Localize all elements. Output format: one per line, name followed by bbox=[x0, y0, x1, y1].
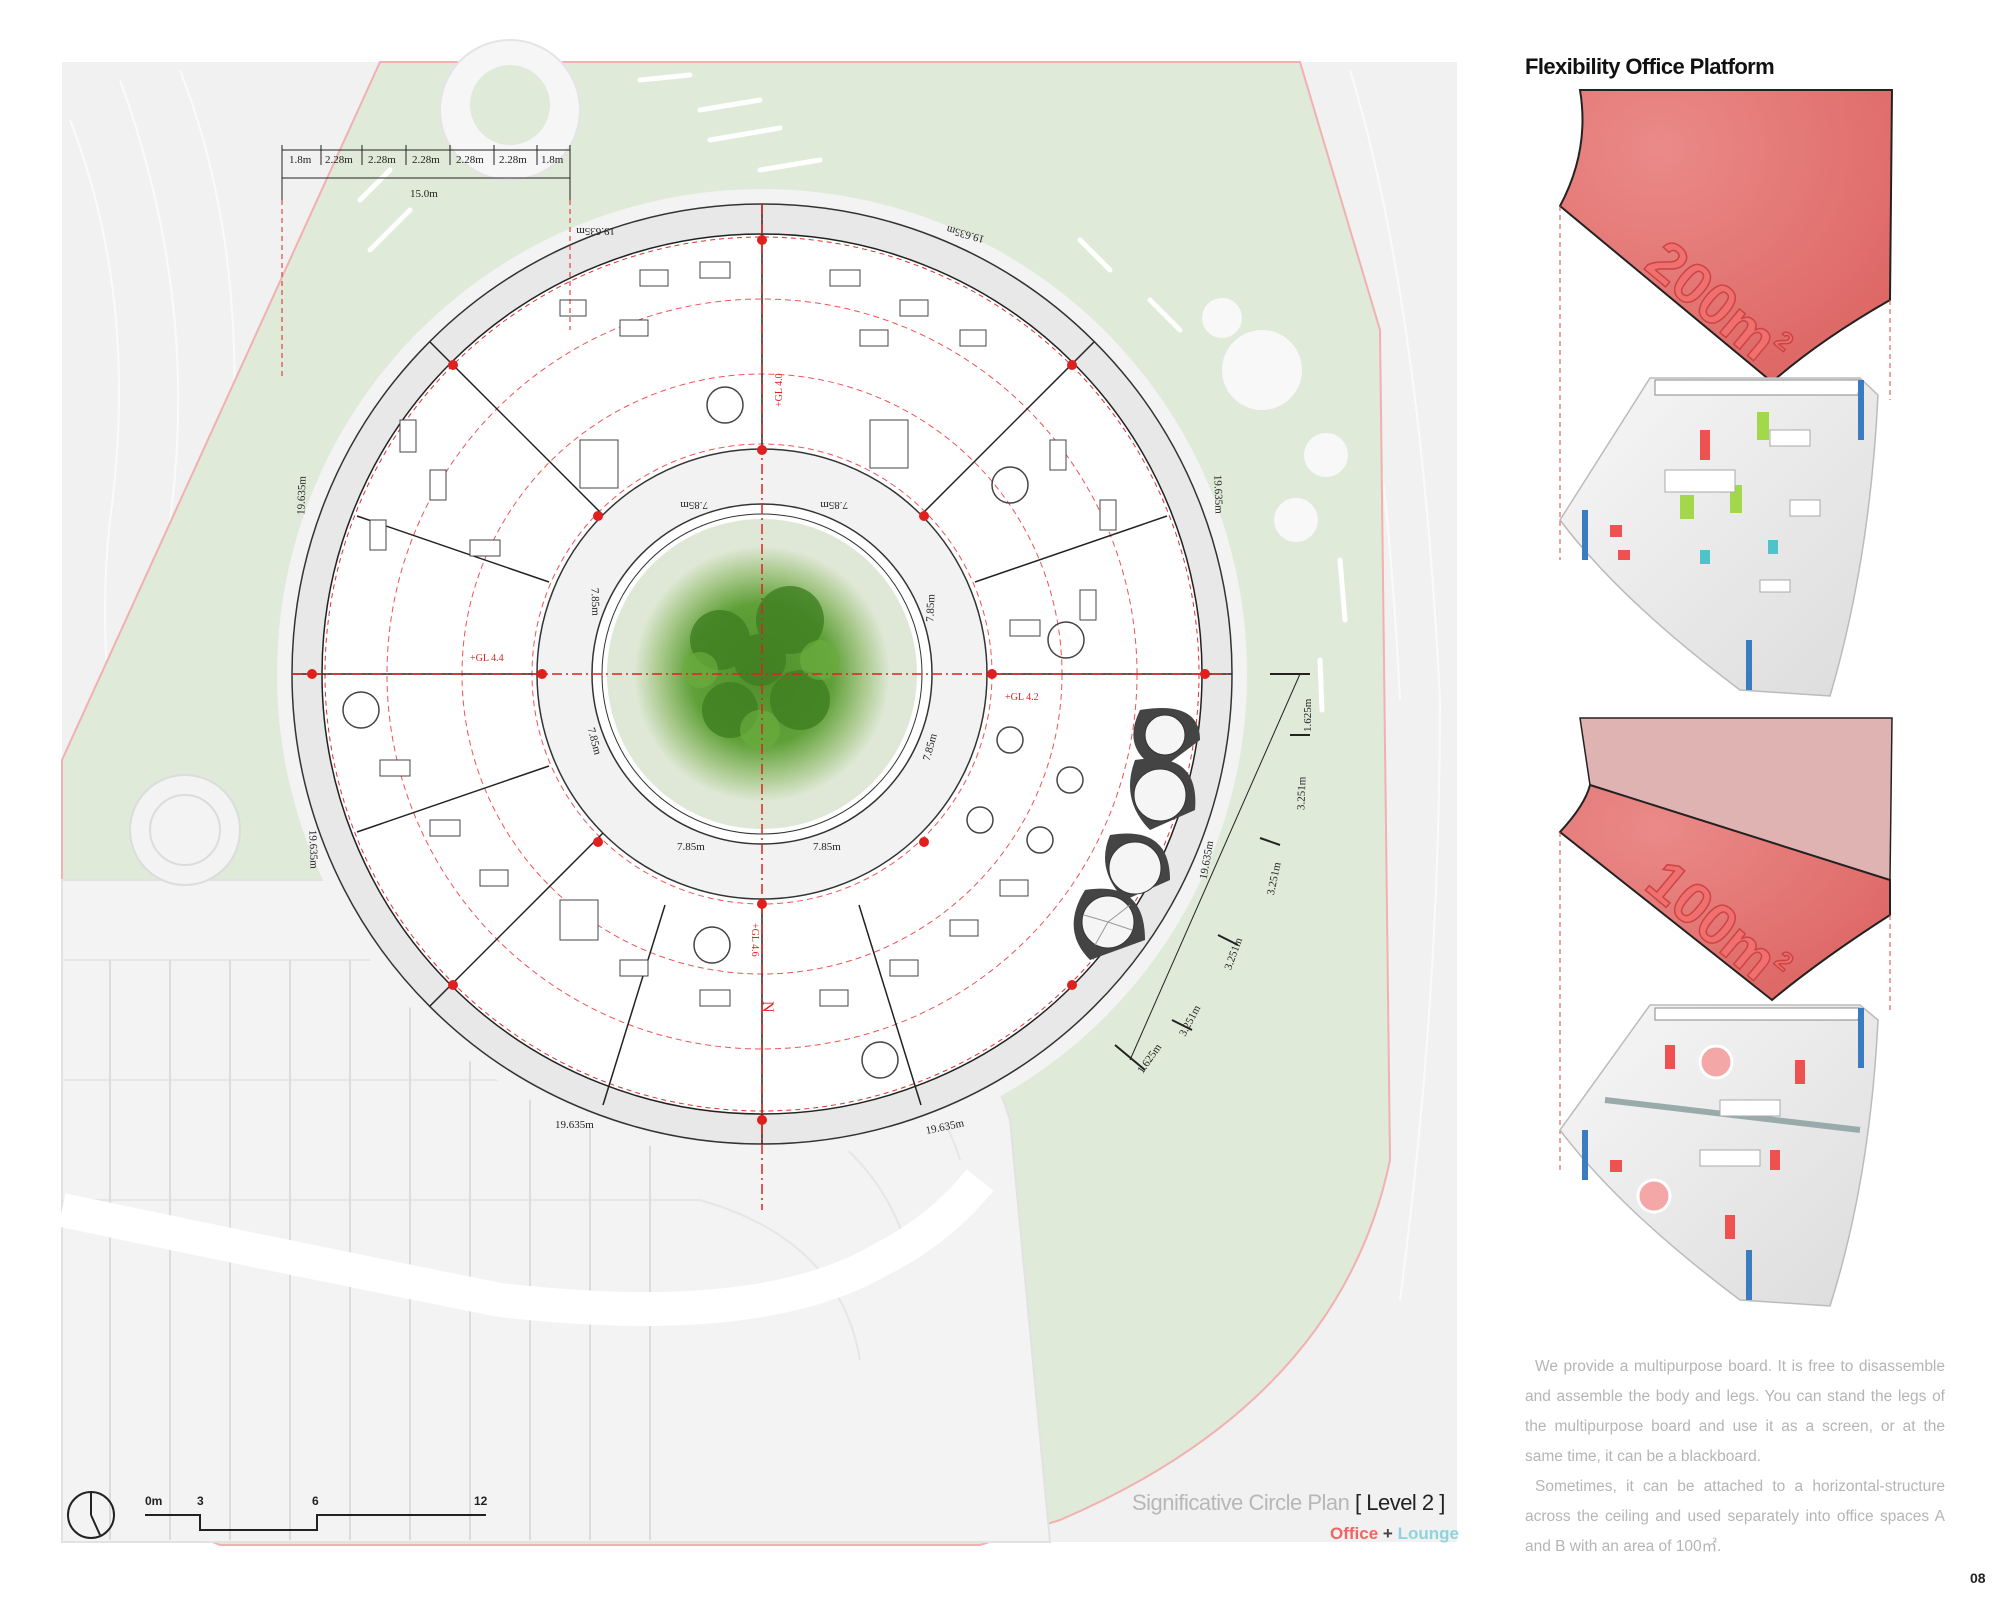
description-paragraph-1: We provide a multipurpose board. It is f… bbox=[1525, 1358, 1945, 1465]
top-dim-5: 2.28m bbox=[499, 154, 527, 166]
scale-bar: 0m 3 6 12 bbox=[145, 1494, 488, 1531]
furniture-layout bbox=[369, 261, 1117, 1007]
office-model-100 bbox=[1559, 1004, 1879, 1307]
level-4-6: +GL 4.6 bbox=[749, 923, 760, 957]
scale-0: 0m bbox=[145, 1494, 162, 1508]
outer-dim-left-upper: 19.635m bbox=[295, 475, 308, 515]
level-4-4: +GL 4.4 bbox=[470, 653, 504, 664]
plan-title: Significative Circle Plan [ Level 2 ] bbox=[1132, 1490, 1445, 1516]
description-paragraph-2: Sometimes, it can be attached to a horiz… bbox=[1525, 1478, 1945, 1555]
level-4-0: +GL 4.0 bbox=[774, 373, 785, 407]
inner-dim-top-left: 7.85m bbox=[680, 499, 708, 511]
inner-dim-right-upper: 7.85m bbox=[924, 593, 937, 622]
outer-dim-bottom-left: 19.635m bbox=[555, 1119, 594, 1131]
plan-title-text: Significative Circle Plan bbox=[1132, 1490, 1350, 1515]
right-dim-1: 3.251m bbox=[1295, 776, 1308, 810]
service-pods bbox=[1073, 708, 1200, 960]
plan-legend: Office + Lounge bbox=[1330, 1524, 1459, 1544]
top-dim-total: 15.0m bbox=[410, 188, 438, 200]
plan-level: [ Level 2 ] bbox=[1355, 1490, 1445, 1515]
inner-dim-top-right: 7.85m bbox=[820, 499, 848, 511]
top-dim-3: 2.28m bbox=[412, 154, 440, 166]
legend-lounge: Lounge bbox=[1397, 1524, 1459, 1543]
inner-dim-bottom-left: 7.85m bbox=[677, 841, 705, 853]
top-dim-6: 1.8m bbox=[541, 154, 564, 166]
top-dim-4: 2.28m bbox=[456, 154, 484, 166]
scale-12: 12 bbox=[474, 1494, 488, 1508]
level-markers: +GL 4.0 +GL 4.2 +GL 4.4 +GL 4.6 N bbox=[470, 373, 1039, 1013]
column-points bbox=[307, 235, 1210, 1125]
description-text: We provide a multipurpose board. It is f… bbox=[1525, 1352, 1945, 1562]
top-dim-2: 2.28m bbox=[368, 154, 396, 166]
right-dim-0: 1.625m bbox=[1302, 698, 1314, 732]
scale-6: 6 bbox=[312, 1494, 319, 1508]
top-dim-1: 2.28m bbox=[325, 154, 353, 166]
north-compass bbox=[67, 1491, 115, 1539]
inner-dim-bottom-right: 7.85m bbox=[813, 841, 841, 853]
legend-office: Office bbox=[1330, 1524, 1379, 1543]
office-model-200 bbox=[1559, 377, 1879, 697]
outer-dim-top-left: 19.635m bbox=[576, 225, 615, 237]
page-number: 08 bbox=[1970, 1570, 1986, 1586]
scale-3: 3 bbox=[197, 1494, 204, 1508]
right-panel-title: Flexibility Office Platform bbox=[1525, 54, 1775, 79]
top-dimension-chain: 1.8m 2.28m 2.28m 2.28m 2.28m 2.28m 1.8m … bbox=[281, 145, 571, 380]
inner-dim-left-upper: 7.85m bbox=[588, 588, 601, 617]
level-4-2: +GL 4.2 bbox=[1005, 692, 1039, 703]
outer-dim-right-upper: 19.635m bbox=[1211, 475, 1224, 515]
north-arrow-label: N bbox=[759, 1001, 776, 1013]
legend-plus: + bbox=[1382, 1524, 1393, 1543]
round-tables bbox=[342, 386, 1085, 1079]
radius-dimensions: 19.635m 19.635m 19.635m 19.635m 19.635m … bbox=[295, 223, 1224, 1137]
top-dim-0: 1.8m bbox=[289, 154, 312, 166]
outer-dim-left-lower: 19.635m bbox=[306, 830, 319, 870]
